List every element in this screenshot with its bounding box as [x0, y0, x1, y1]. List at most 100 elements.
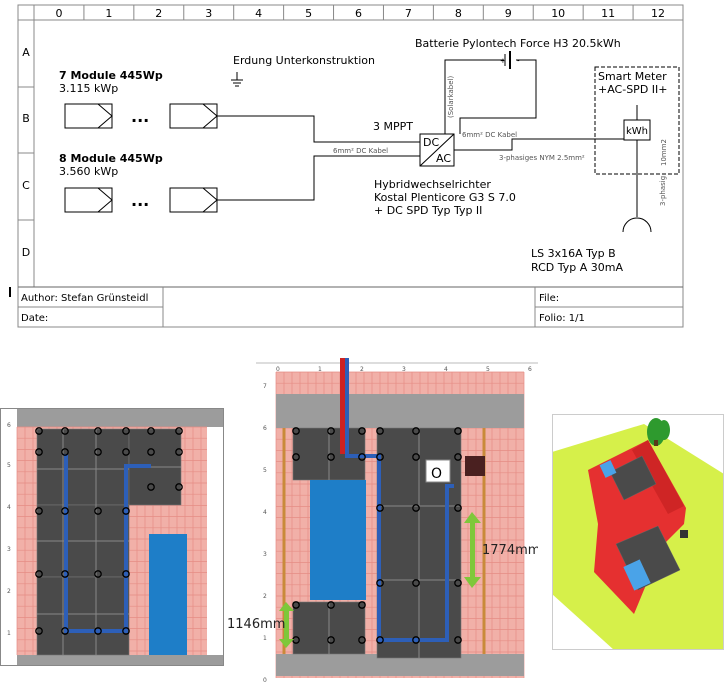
- string1-title: 7 Module 445Wp: [59, 69, 163, 82]
- meter-phase-label: 3-phasig: [659, 176, 667, 206]
- mounting-clamp: [175, 448, 183, 456]
- ruler-tick-label: 1: [7, 630, 11, 637]
- footer-folio: Folio: 1/1: [539, 313, 585, 324]
- cable-route: [345, 358, 454, 642]
- inverter-icon: DC AC: [419, 133, 455, 167]
- mounting-clamp: [412, 453, 420, 461]
- protection-line-1: LS 3x16A Typ B: [531, 247, 616, 260]
- grid-row-label: A: [22, 46, 30, 59]
- dc-cable-battery-label: 6mm² DC Kabel: [462, 131, 517, 139]
- junction-box: [465, 456, 485, 476]
- mounting-clamp: [454, 636, 462, 644]
- footer-file: File:: [539, 293, 559, 304]
- mounting-clamp: [147, 448, 155, 456]
- mounting-clamp: [412, 636, 420, 644]
- ruler-tick-label: 4: [444, 366, 448, 373]
- marker-box: [425, 459, 451, 483]
- grid-column-label: 1: [105, 7, 112, 20]
- ruler-tick-label: 3: [263, 551, 267, 558]
- solar-cable-label: (Solarkabel): [447, 76, 455, 118]
- pv-module-icon: [64, 103, 113, 129]
- mounting-clamp: [94, 570, 102, 578]
- mounting-clamp: [94, 507, 102, 515]
- mounting-clamp: [147, 427, 155, 435]
- ruler-tick-label: 0: [276, 366, 280, 373]
- ruler-tick-label: 4: [7, 504, 11, 511]
- string2-ellipsis: ...: [131, 191, 149, 210]
- mounting-clamp: [292, 427, 300, 435]
- grid-column-label: 6: [355, 7, 362, 20]
- ruler-tick-label: 4: [263, 509, 267, 516]
- ruler-tick-label: 7: [263, 383, 267, 390]
- mounting-clamp: [454, 579, 462, 587]
- mounting-clamp: [35, 427, 43, 435]
- grid-column-label: 10: [551, 7, 565, 20]
- pv-module-icon: [169, 103, 218, 129]
- grid-column-label: 2: [155, 7, 162, 20]
- svg-text:-: -: [517, 57, 520, 65]
- ruler-tick-label: 3: [7, 546, 11, 553]
- battery-icon: + -: [500, 51, 520, 69]
- grid-row-label: D: [22, 246, 30, 259]
- mounting-clamp: [61, 570, 69, 578]
- roof-window: [310, 480, 366, 600]
- roof-window: [149, 534, 187, 655]
- house-3d-view: [552, 414, 724, 650]
- string2-title: 8 Module 445Wp: [59, 152, 163, 165]
- mounting-clamp: [376, 636, 384, 644]
- ruler-tick-label: 2: [7, 588, 11, 595]
- mounting-clamp: [35, 627, 43, 635]
- mounting-clamp: [376, 453, 384, 461]
- grid-column-label: 9: [505, 7, 512, 20]
- grid-column-label: 5: [305, 7, 312, 20]
- mounting-clamp: [61, 427, 69, 435]
- mounting-clamp: [327, 636, 335, 644]
- grid-column-label: 11: [601, 7, 615, 20]
- mounting-clamp: [61, 448, 69, 456]
- ruler-tick-label: 5: [7, 462, 11, 469]
- marker-label: O: [431, 466, 442, 482]
- grid-column-label: 4: [255, 7, 262, 20]
- inverter-line-3: + DC SPD Typ Typ II: [374, 204, 482, 217]
- grid-column-label: 0: [55, 7, 62, 20]
- inverter-line-1: Hybridwechselrichter: [374, 178, 491, 191]
- mounting-clamp: [454, 504, 462, 512]
- ac-cable-label: 3-phasiges NYM 2.5mm²: [499, 154, 585, 162]
- mounting-clamp: [35, 507, 43, 515]
- mounting-clamp: [292, 601, 300, 609]
- string1-ellipsis: ...: [131, 107, 149, 126]
- grid-column-label: 8: [455, 7, 462, 20]
- inverter-ac-label: AC: [436, 152, 451, 165]
- mounting-clamp: [175, 427, 183, 435]
- dim-long-label: 1774mm: [482, 543, 538, 558]
- mppt-label: 3 MPPT: [373, 120, 413, 133]
- ruler-tick-label: 2: [360, 366, 364, 373]
- grid-row-label: C: [22, 179, 30, 192]
- earthing-label: Erdung Unterkonstruktion: [233, 54, 375, 67]
- mounting-clamp: [327, 427, 335, 435]
- ruler-tick-label: 6: [7, 422, 11, 429]
- grid-row-label: B: [22, 112, 30, 125]
- dim-arrow-long: [464, 512, 481, 588]
- mounting-clamp: [122, 507, 130, 515]
- grid-column-label: 7: [405, 7, 412, 20]
- mounting-clamp: [122, 427, 130, 435]
- footer-author: Author: Stefan Grünsteidl: [21, 293, 148, 304]
- mounting-clamp: [454, 427, 462, 435]
- ruler-tick-label: 1: [263, 635, 267, 642]
- mounting-clamp: [61, 507, 69, 515]
- mounting-clamp: [454, 453, 462, 461]
- inverter-line-2: Kostal Plenticore G3 S 7.0: [374, 191, 516, 204]
- ruler-tick-label: 0: [263, 677, 267, 684]
- inverter-dc-label: DC: [423, 136, 439, 149]
- ruler-tick-label: 1: [318, 366, 322, 373]
- pv-module-icon: [169, 187, 218, 213]
- svg-text:+: +: [500, 57, 506, 65]
- battery-label: Batterie Pylontech Force H3 20.5kWh: [415, 37, 621, 50]
- mounting-clamp: [376, 504, 384, 512]
- mounting-clamp: [358, 427, 366, 435]
- mounting-clamp: [35, 570, 43, 578]
- ruler-tick-label: 2: [263, 593, 267, 600]
- mounting-clamp: [122, 448, 130, 456]
